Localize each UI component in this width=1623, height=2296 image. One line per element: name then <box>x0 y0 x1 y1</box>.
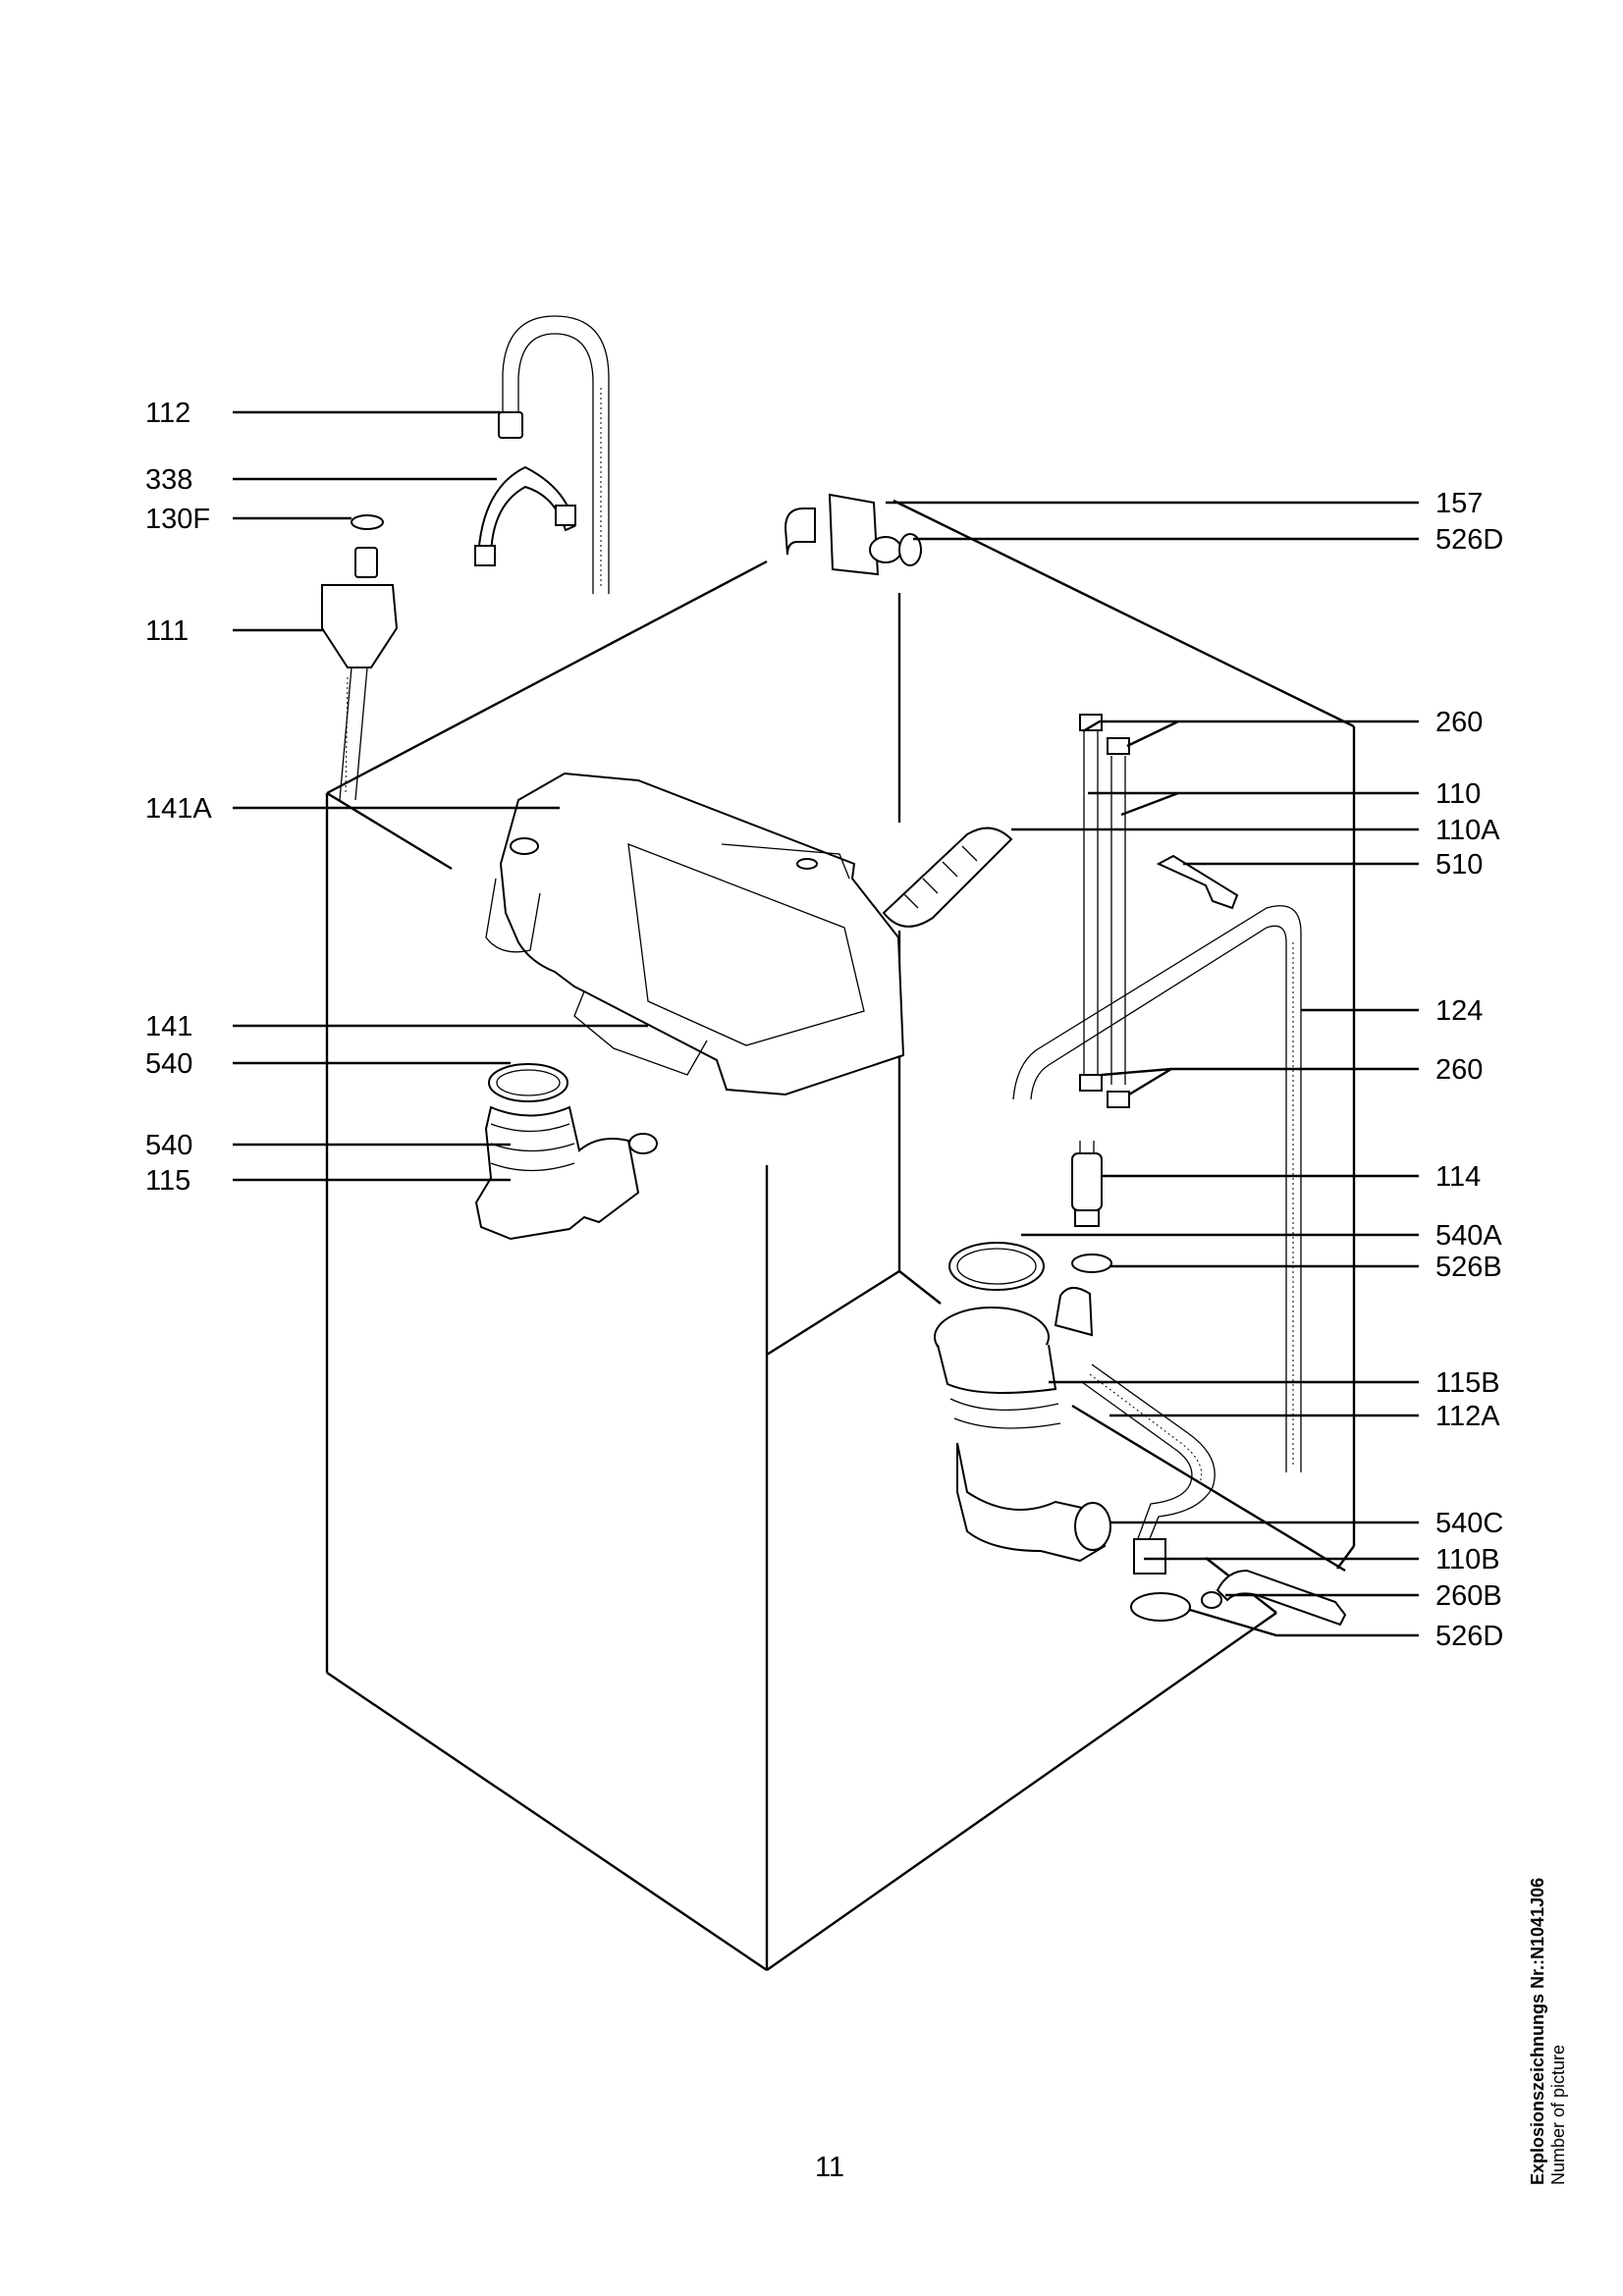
detergent-drawer-141 <box>485 772 905 1096</box>
leader-lines-left <box>233 410 648 1182</box>
hose-bracket-338 <box>474 465 576 566</box>
hose-110A <box>882 827 1013 928</box>
hose-connection-157 <box>784 493 902 576</box>
label-260B: 260B <box>1435 1580 1502 1612</box>
label-115: 115 <box>145 1165 190 1197</box>
page-number: 11 <box>814 2152 845 2183</box>
clamp-260B <box>1201 1591 1222 1609</box>
clamp-526D <box>898 533 922 566</box>
label-141A: 141A <box>145 793 212 825</box>
label-110B: 110B <box>1435 1544 1500 1575</box>
picture-number-caption: Explosionszeichnungs Nr.:N1041J06 Number… <box>1528 1832 1569 2185</box>
part-510 <box>1156 854 1239 910</box>
hoses-110-110A <box>1079 714 1130 1108</box>
label-260: 260 <box>1435 707 1483 738</box>
label-260: 260 <box>1435 1054 1483 1086</box>
label-141: 141 <box>145 1011 192 1042</box>
clamp-ring-540A <box>948 1242 1045 1291</box>
label-526B: 526B <box>1435 1252 1502 1283</box>
label-526D: 526D <box>1435 524 1503 556</box>
label-540: 540 <box>145 1048 192 1080</box>
drain-hose-112A <box>1081 1363 1216 1575</box>
label-338: 338 <box>145 464 192 496</box>
drawer-bellows-115 <box>474 1105 658 1241</box>
label-110A: 110A <box>1435 815 1500 846</box>
washer-130F <box>351 514 384 530</box>
label-111: 111 <box>145 615 189 647</box>
part-114 <box>1071 1141 1103 1227</box>
label-112: 112 <box>145 398 190 429</box>
label-526D: 526D <box>1435 1621 1503 1652</box>
clamp-526B <box>1071 1254 1112 1273</box>
label-157: 157 <box>1435 488 1483 519</box>
caption-line-1: Explosionszeichnungs Nr.:N1041J06 <box>1528 1877 1547 2185</box>
hose-124 <box>1012 905 1302 1472</box>
label-540A: 540A <box>1435 1220 1502 1252</box>
hose-110B <box>1216 1569 1347 1627</box>
labels-left: 112 338 130F 111 141A 141 540 540 115 <box>145 398 212 1197</box>
inlet-valve-111 <box>321 547 399 801</box>
clamp-526D-bottom <box>1130 1592 1191 1622</box>
inlet-hose-112 <box>498 315 610 594</box>
label-540: 540 <box>145 1130 192 1161</box>
sump-bellows-115B <box>934 1287 1107 1563</box>
label-114: 114 <box>1435 1161 1481 1193</box>
labels-right: 157 526D 260 110 110A 510 124 260 114 54… <box>1435 488 1503 1652</box>
leader-lines-right <box>886 501 1419 1637</box>
label-124: 124 <box>1435 995 1483 1027</box>
label-110: 110 <box>1435 778 1481 810</box>
label-115B: 115B <box>1435 1367 1500 1399</box>
label-130F: 130F <box>145 504 210 535</box>
label-510: 510 <box>1435 849 1483 881</box>
clamp-ring-540C <box>1074 1502 1111 1551</box>
label-112A: 112A <box>1435 1401 1500 1432</box>
label-540C: 540C <box>1435 1508 1503 1539</box>
caption-line-2: Number of picture <box>1548 2044 1568 2185</box>
